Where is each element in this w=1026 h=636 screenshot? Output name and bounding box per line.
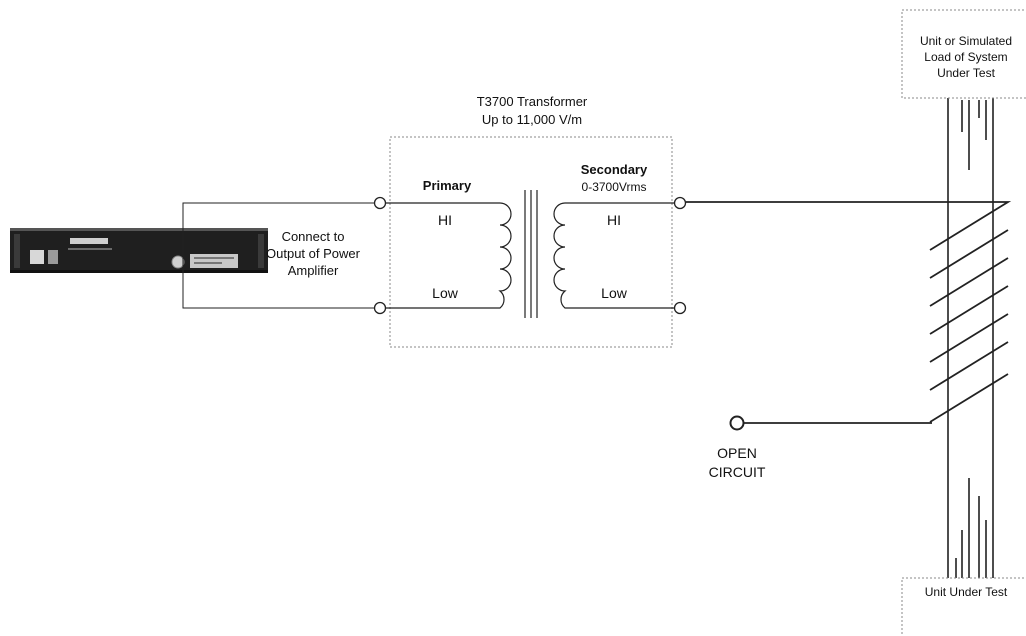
amplifier-connection-note-line1: Connect to <box>282 229 345 244</box>
cable-strands-bottom <box>955 478 987 578</box>
coil-windings <box>929 201 1012 423</box>
amplifier-connection-note-line3: Amplifier <box>288 263 339 278</box>
load-system-label-line3: Under Test <box>937 66 995 80</box>
secondary-low-label: Low <box>601 285 628 301</box>
primary-hi-terminal-icon <box>373 196 387 210</box>
unit-under-test-label: Unit Under Test <box>925 585 1008 599</box>
amplifier-output-wires <box>182 202 380 309</box>
cable-strands-top <box>961 100 987 170</box>
primary-low-label: Low <box>432 285 459 301</box>
primary-low-terminal-icon <box>373 301 387 315</box>
open-circuit-label-line2: CIRCUIT <box>709 464 766 480</box>
unit-under-test-box <box>901 577 1026 636</box>
transformer-title: T3700 Transformer <box>477 94 588 109</box>
open-circuit-terminal-icon <box>729 415 745 431</box>
load-system-label-line1: Unit or Simulated <box>920 34 1012 48</box>
primary-winding <box>386 202 512 309</box>
secondary-winding <box>553 202 674 309</box>
secondary-hi-label: HI <box>607 212 621 228</box>
primary-label: Primary <box>423 178 472 193</box>
primary-hi-label: HI <box>438 212 452 228</box>
amplifier-display <box>190 254 238 268</box>
amplifier-connection-note-line2: Output of Power <box>266 246 361 261</box>
secondary-label: Secondary <box>581 162 648 177</box>
load-system-label-line2: Load of System <box>924 50 1007 64</box>
transformer-enclosure <box>389 136 673 348</box>
transformer-subtitle: Up to 11,000 V/m <box>482 112 582 127</box>
secondary-rating: 0-3700Vrms <box>582 180 647 194</box>
secondary-low-terminal-icon <box>673 301 687 315</box>
amplifier-knob-icon <box>171 255 185 269</box>
power-amplifier-device <box>10 228 268 273</box>
power-switch-icon <box>30 250 44 264</box>
open-circuit-label-line1: OPEN <box>717 445 757 461</box>
transformer-core <box>524 190 538 318</box>
load-system-box <box>901 9 1026 99</box>
terminals <box>373 196 687 315</box>
amplifier-logo <box>70 238 108 244</box>
secondary-hi-terminal-icon <box>673 196 687 210</box>
cable-column <box>947 98 994 578</box>
